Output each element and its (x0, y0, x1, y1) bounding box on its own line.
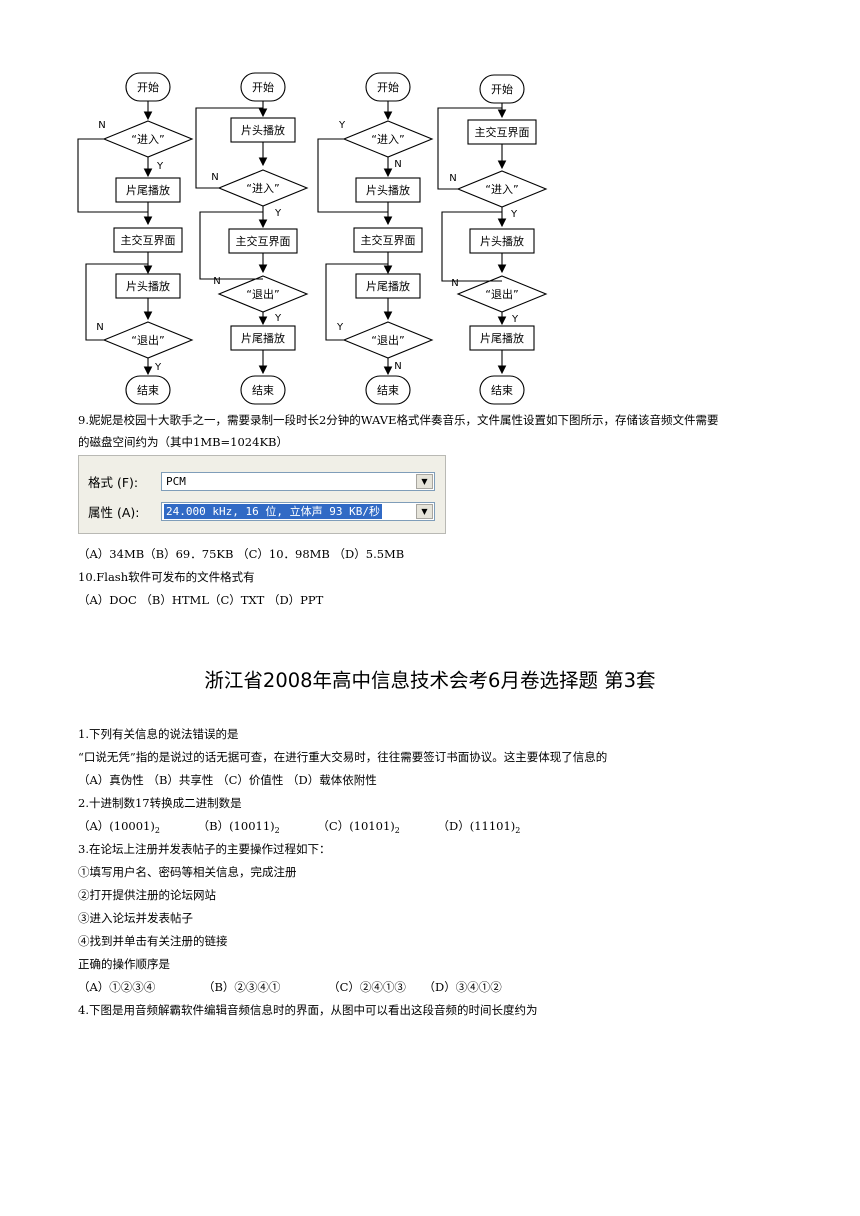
section-title: 浙江省2008年高中信息技术会考6月卷选择题 第3套 (204, 669, 656, 692)
s3-option-b: （B）②③④① (202, 980, 281, 994)
q9-text-line1: 9.妮妮是校园十大歌手之一，需要录制一段时长2分钟的WAVE格式伴奏音乐，文件属… (78, 413, 719, 427)
s3-option-a: （A）①②③④ (78, 980, 156, 994)
s2-option-a: （A）(10001)2 (78, 819, 160, 835)
q9-options: （A）34MB（B）69．75KB （C）10．98MB （D）5.5MB (78, 547, 405, 561)
flow-a-n1: N (98, 120, 105, 131)
flow-a-enter: “进入” (131, 133, 164, 146)
s3-step2: ②打开提供注册的论坛网站 (78, 888, 216, 902)
flow-c-y2: Y (336, 322, 344, 333)
flow-c-start: 开始 (377, 80, 399, 94)
s3-step4: ④找到并单击有关注册的链接 (78, 934, 228, 948)
flow-a-y2: Y (154, 362, 162, 373)
flow-d-start: 开始 (491, 82, 513, 96)
s3-option-c: （C）②④①③ (328, 980, 406, 994)
s2-options: （A）(10001)2 （B）(10011)2 （C）(10101)2 （D）(… (78, 818, 520, 839)
flow-a-end: 结束 (137, 384, 159, 397)
flow-a-start: 开始 (137, 80, 159, 94)
s2-question: 2.十进制数17转换成二进制数是 (78, 796, 242, 810)
attribute-label: 属性 (A): (88, 505, 140, 520)
flow-d-enter: “进入” (485, 183, 518, 196)
flow-b-n1: N (211, 172, 218, 183)
flow-d-n1: N (449, 173, 456, 184)
s3-option-d: （D）③④①② (423, 980, 502, 994)
attribute-value: 24.000 kHz, 16 位, 立体声 93 KB/秒 (164, 504, 382, 519)
flow-b-head: 片头播放 (241, 123, 285, 137)
flow-b-y1: Y (274, 208, 282, 219)
flow-c-n1: N (394, 159, 401, 170)
flow-d-exit: “退出” (485, 287, 518, 301)
s3-step1: ①填写用户名、密码等相关信息，完成注册 (78, 865, 297, 879)
flow-d-main: 主交互界面 (475, 125, 530, 139)
flow-a-main: 主交互界面 (121, 233, 176, 247)
s3-question: 3.在论坛上注册并发表帖子的主要操作过程如下： (78, 842, 331, 856)
s3-options: （A）①②③④ （B）②③④① （C）②④①③ （D）③④①② (78, 979, 502, 995)
flow-c-n2: N (394, 361, 401, 372)
flow-b-y2: Y (274, 313, 282, 324)
format-dropdown-icon[interactable]: ▼ (416, 474, 433, 489)
s3-ask: 正确的操作顺序是 (78, 957, 170, 971)
flow-d-y2: Y (511, 314, 519, 325)
s3-step3: ③进入论坛并发表帖子 (78, 911, 193, 925)
flow-d-head: 片头播放 (480, 234, 524, 248)
flow-b-main: 主交互界面 (236, 234, 291, 248)
flow-a-head: 片头播放 (126, 279, 170, 293)
s2-option-d: （D）(11101)2 (437, 819, 521, 835)
s2-option-c: （C）(10101)2 (317, 819, 400, 835)
format-label: 格式 (F): (88, 475, 139, 490)
flow-d-n2: N (451, 278, 458, 289)
flow-c-exit: “退出” (371, 333, 404, 347)
q9-text-line2: 的磁盘空间约为（其中1MB=1024KB） (78, 435, 288, 449)
flow-c-head: 片头播放 (366, 183, 410, 197)
flow-b-end: 结束 (252, 384, 274, 397)
flow-d-end: 结束 (491, 384, 513, 397)
flow-b-tail: 片尾播放 (241, 331, 285, 345)
flow-c-enter: “进入” (371, 133, 404, 146)
flow-b-start: 开始 (252, 80, 274, 94)
flow-c-y1: Y (338, 120, 346, 131)
flow-a-y1: Y (156, 161, 164, 172)
flow-a-exit: “退出” (131, 333, 164, 347)
flow-d-tail: 片尾播放 (480, 331, 524, 345)
flow-c-end: 结束 (377, 384, 399, 397)
flowcharts-figure: 开始 “进入” 片尾播放 主交互界面 片头播放 “退出” 结束 N Y N Y … (77, 72, 548, 405)
s1-body: “口说无凭”指的是说过的话无据可查，在进行重大交易时，往往需要签订书面协议。这主… (78, 750, 608, 764)
s4-question: 4.下图是用音频解霸软件编辑音频信息时的界面，从图中可以看出这段音频的时间长度约… (78, 1003, 538, 1017)
attribute-dropdown-icon[interactable]: ▼ (416, 504, 433, 519)
q10-options: （A）DOC （B）HTML（C）TXT （D）PPT (78, 593, 324, 607)
format-value: PCM (166, 475, 186, 488)
flow-c-tail: 片尾播放 (366, 279, 410, 293)
format-select[interactable]: PCM ▼ (161, 472, 435, 491)
flow-d-y1: Y (510, 209, 518, 220)
s1-question: 1.下列有关信息的说法错误的是 (78, 727, 239, 741)
flow-b-exit: “退出” (246, 287, 279, 301)
attribute-select[interactable]: 24.000 kHz, 16 位, 立体声 93 KB/秒 ▼ (161, 502, 435, 521)
s2-option-b: （B）(10011)2 (197, 819, 280, 835)
s1-options: （A）真伪性 （B）共享性 （C）价值性 （D）载体依附性 (78, 773, 377, 787)
flow-c-main: 主交互界面 (361, 233, 416, 247)
audio-properties-dialog: 格式 (F): PCM ▼ 属性 (A): 24.000 kHz, 16 位, … (78, 455, 446, 534)
flow-a-n2: N (96, 322, 103, 333)
flow-b-n2: N (213, 276, 220, 287)
flow-b-enter: “进入” (246, 182, 279, 195)
q10-question: 10.Flash软件可发布的文件格式有 (78, 570, 255, 584)
flow-a-tail: 片尾播放 (126, 183, 170, 197)
